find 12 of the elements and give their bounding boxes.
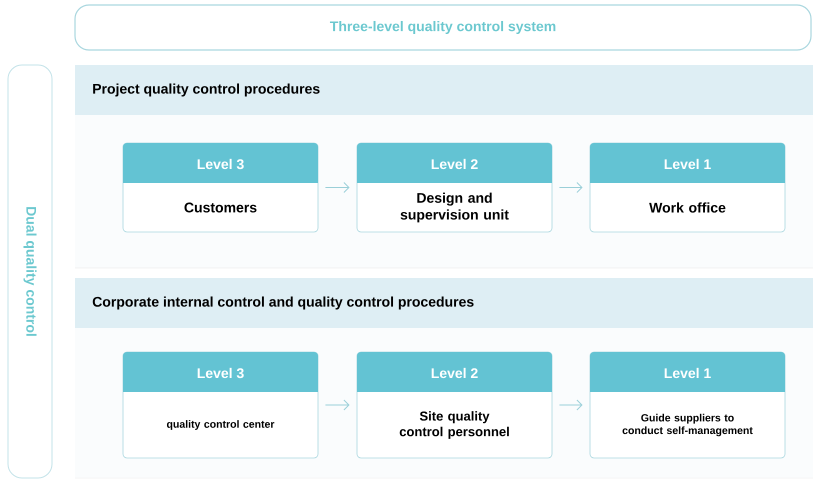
level-box: Level 1 Work office bbox=[590, 142, 786, 232]
level-box: Level 3 Customers bbox=[122, 142, 318, 232]
level-box: Level 3 quality control center bbox=[122, 352, 318, 458]
arrow bbox=[558, 182, 583, 193]
level-box: Level 2 Design and supervision unit bbox=[356, 142, 552, 232]
level-box: Level 2 Site quality control personnel bbox=[356, 352, 552, 458]
level-box: Level 1 Guide suppliers to conduct self-management bbox=[590, 352, 786, 458]
arrow bbox=[324, 400, 350, 410]
arrow bbox=[558, 400, 583, 410]
side-label-box: Dual quality control bbox=[8, 64, 52, 478]
arrow bbox=[324, 182, 350, 193]
title-box: Three-level quality control system bbox=[74, 4, 812, 51]
